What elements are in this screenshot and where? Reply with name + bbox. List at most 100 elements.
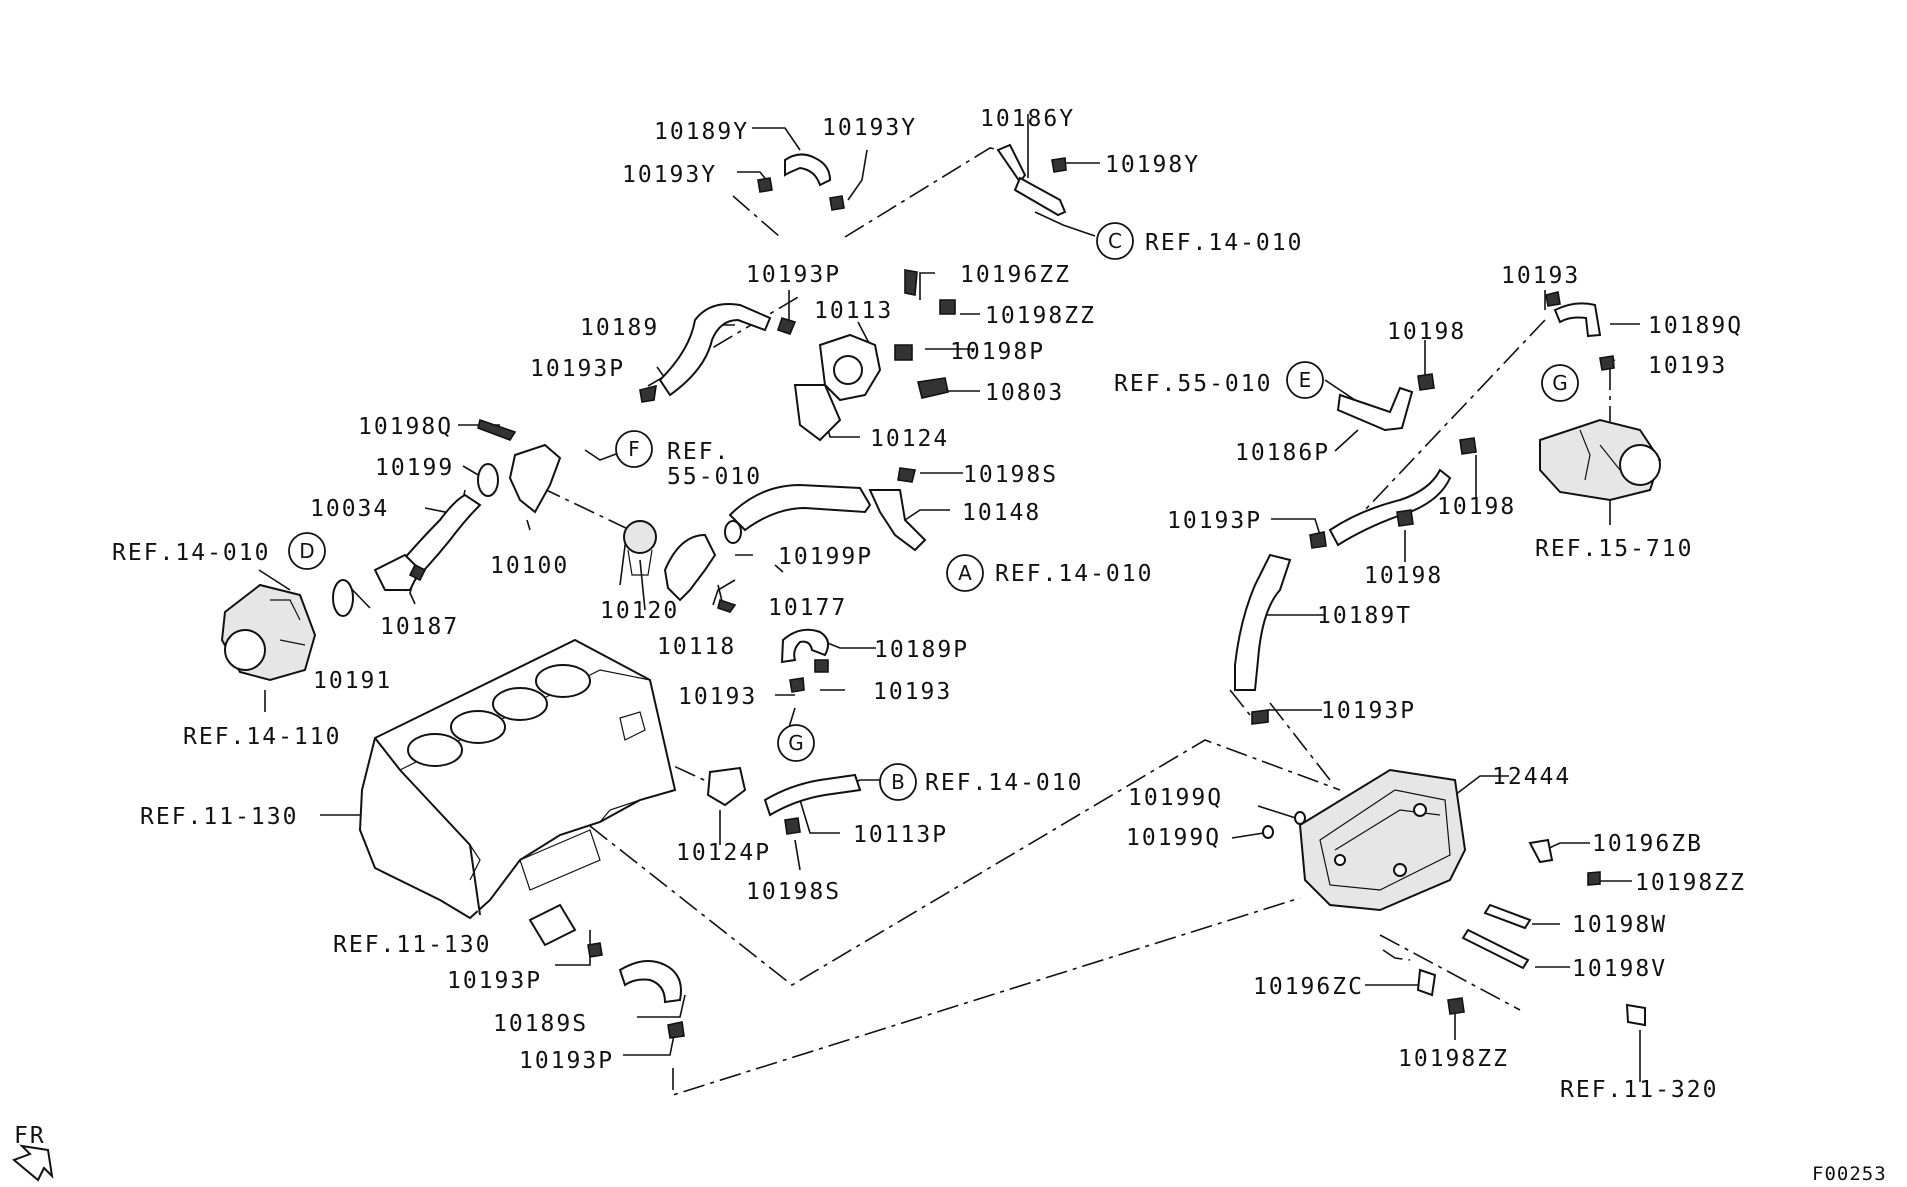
part-labels: 10189Y 10193Y 10193Y 10186Y 10198Y REF.1… [14, 106, 1887, 1185]
label-10189Q: 10189Q [1648, 313, 1743, 339]
label-ref-f-2: 55-010 [667, 464, 762, 490]
label-10193-mid-b: 10193 [873, 679, 952, 705]
label-10193-mid-a: 10193 [678, 684, 757, 710]
svg-text:A: A [958, 561, 972, 585]
throttle-body-ref [1539, 418, 1662, 502]
svg-text:E: E [1299, 368, 1312, 392]
thermostat [623, 520, 657, 576]
pipe-10186Y [996, 143, 1067, 217]
label-10189P: 10189P [874, 637, 969, 663]
label-figure-id: F00253 [1812, 1163, 1887, 1185]
label-10196ZB: 10196ZB [1592, 831, 1703, 857]
upper-hoses [639, 153, 845, 403]
label-10198W: 10198W [1572, 912, 1667, 938]
label-10198-r1: 10198 [1387, 319, 1466, 345]
label-10193P-r: 10193P [1167, 508, 1262, 534]
label-10187: 10187 [380, 614, 459, 640]
label-10198-r3: 10198 [1364, 563, 1443, 589]
label-10199P: 10199P [778, 544, 873, 570]
label-10189: 10189 [580, 315, 659, 341]
label-10198S-top: 10198S [963, 462, 1058, 488]
label-10189S: 10189S [493, 1011, 588, 1037]
label-10189Y: 10189Y [654, 119, 749, 145]
label-10177: 10177 [768, 595, 847, 621]
label-10196ZZ: 10196ZZ [960, 262, 1071, 288]
label-10193P-left: 10193P [530, 356, 625, 382]
label-10186Y: 10186Y [980, 106, 1075, 132]
connection-lines [467, 147, 1611, 1097]
svg-text:G: G [788, 731, 804, 755]
label-ref-f-1: REF. [667, 439, 730, 465]
label-10198Y: 10198Y [1105, 152, 1200, 178]
label-ref-15-710: REF.15-710 [1535, 536, 1693, 562]
label-10193P-top: 10193P [746, 262, 841, 288]
label-10193-r2: 10193 [1648, 353, 1727, 379]
label-10189T: 10189T [1317, 603, 1412, 629]
label-10034: 10034 [310, 496, 389, 522]
svg-text:C: C [1108, 229, 1122, 253]
label-10124P: 10124P [676, 840, 771, 866]
callout-g-left: G [777, 724, 815, 762]
label-10198P: 10198P [950, 339, 1045, 365]
svg-text:G: G [1552, 371, 1568, 395]
thermostat-case-10113 [793, 269, 956, 442]
callout-f: F [615, 430, 653, 468]
svg-text:B: B [891, 770, 905, 794]
label-10198-r2: 10198 [1437, 494, 1516, 520]
label-10199Q-b: 10199Q [1126, 825, 1221, 851]
label-10113: 10113 [814, 298, 893, 324]
module-12444 [1262, 768, 1646, 1027]
label-10199Q-a: 10199Q [1128, 785, 1223, 811]
callout-g-right: G [1541, 364, 1579, 402]
label-10199: 10199 [375, 455, 454, 481]
label-10193-r1: 10193 [1501, 263, 1580, 289]
label-10124: 10124 [870, 426, 949, 452]
engine-block [358, 638, 677, 920]
callout-bubbles: C F D A G B E G [288, 222, 1579, 801]
label-fr: FR [14, 1123, 46, 1149]
lower-hoses-left [528, 903, 685, 1039]
label-ref-11-130-b: REF.11-130 [333, 932, 491, 958]
label-12444: 12444 [1492, 764, 1571, 790]
callout-b: B [879, 763, 917, 801]
callout-e: E [1286, 361, 1324, 399]
label-10118: 10118 [657, 634, 736, 660]
water-pump-ref [220, 583, 317, 682]
label-10803: 10803 [985, 380, 1064, 406]
label-ref-a: REF.14-010 [995, 561, 1153, 587]
label-10198ZZ-b: 10198ZZ [1398, 1046, 1509, 1072]
label-10113P: 10113P [853, 822, 948, 848]
label-10196ZC: 10196ZC [1253, 974, 1364, 1000]
label-ref-c: REF.14-010 [1145, 230, 1303, 256]
label-10148: 10148 [962, 500, 1041, 526]
heater-hoses-mid [706, 628, 862, 835]
label-10193Y-b: 10193Y [622, 162, 717, 188]
right-hoses [1234, 291, 1615, 725]
label-ref-14-110: REF.14-110 [183, 724, 341, 750]
label-10193P-b2: 10193P [519, 1048, 614, 1074]
label-10198ZZ-r: 10198ZZ [1635, 870, 1746, 896]
hose-10148 [724, 467, 927, 552]
thermostat-housing-left [332, 418, 562, 617]
callout-c: C [1096, 222, 1134, 260]
svg-text:D: D [299, 539, 314, 563]
label-10193P-r2: 10193P [1321, 698, 1416, 724]
label-ref-b: REF.14-010 [925, 770, 1083, 796]
label-10198V: 10198V [1572, 956, 1667, 982]
label-ref-d: REF.14-010 [112, 540, 270, 566]
label-10193Y-a: 10193Y [822, 115, 917, 141]
label-10186P: 10186P [1235, 440, 1330, 466]
fr-arrow [12, 1144, 54, 1182]
label-ref-11-130-a: REF.11-130 [140, 804, 298, 830]
label-ref-11-320: REF.11-320 [1560, 1077, 1718, 1103]
svg-text:F: F [628, 437, 640, 461]
label-10191: 10191 [313, 668, 392, 694]
label-10120: 10120 [600, 598, 679, 624]
label-10198ZZ-top: 10198ZZ [985, 303, 1096, 329]
water-inlet-10118 [663, 533, 737, 613]
callout-d: D [288, 532, 326, 570]
callout-a: A [946, 554, 984, 592]
label-10100: 10100 [490, 553, 569, 579]
label-10198S-bot: 10198S [746, 879, 841, 905]
